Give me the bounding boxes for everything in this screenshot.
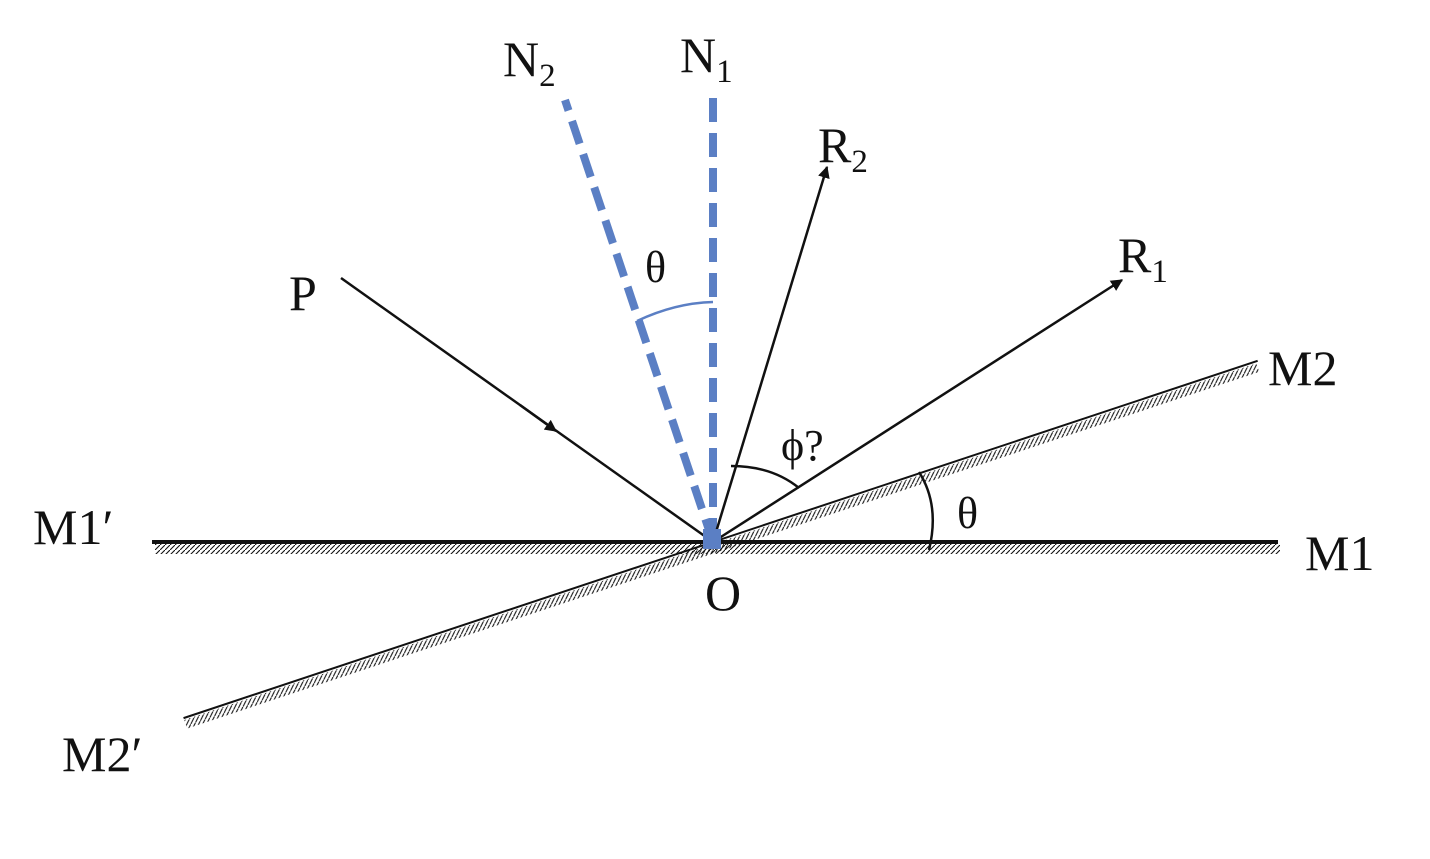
reflected-ray-r2: [711, 165, 830, 543]
incident-ray-arrow: [519, 403, 557, 433]
label-r1: R1: [1118, 227, 1168, 290]
label-m2: M2: [1268, 340, 1337, 396]
label-theta-normals: θ: [645, 243, 666, 292]
label-m1: M1: [1305, 525, 1374, 581]
phi-arc: [730, 464, 800, 489]
label-p: P: [289, 265, 317, 321]
label-n2: N2: [503, 31, 556, 94]
mirror-m2-hatching: [184, 363, 1260, 729]
label-r2: R2: [818, 117, 868, 180]
label-n1: N1: [680, 27, 733, 90]
label-theta-mirrors: θ: [957, 489, 978, 538]
label-m2-prime: M2′: [62, 726, 142, 782]
reflected-ray-r1: [712, 278, 1124, 544]
theta-arc-mirrors: [917, 471, 934, 551]
origin-point: [703, 529, 721, 549]
label-phi: ϕ?: [781, 421, 824, 470]
theta-arc-normals: [636, 300, 714, 323]
label-m1-prime: M1′: [33, 499, 113, 555]
label-o: O: [705, 565, 741, 621]
